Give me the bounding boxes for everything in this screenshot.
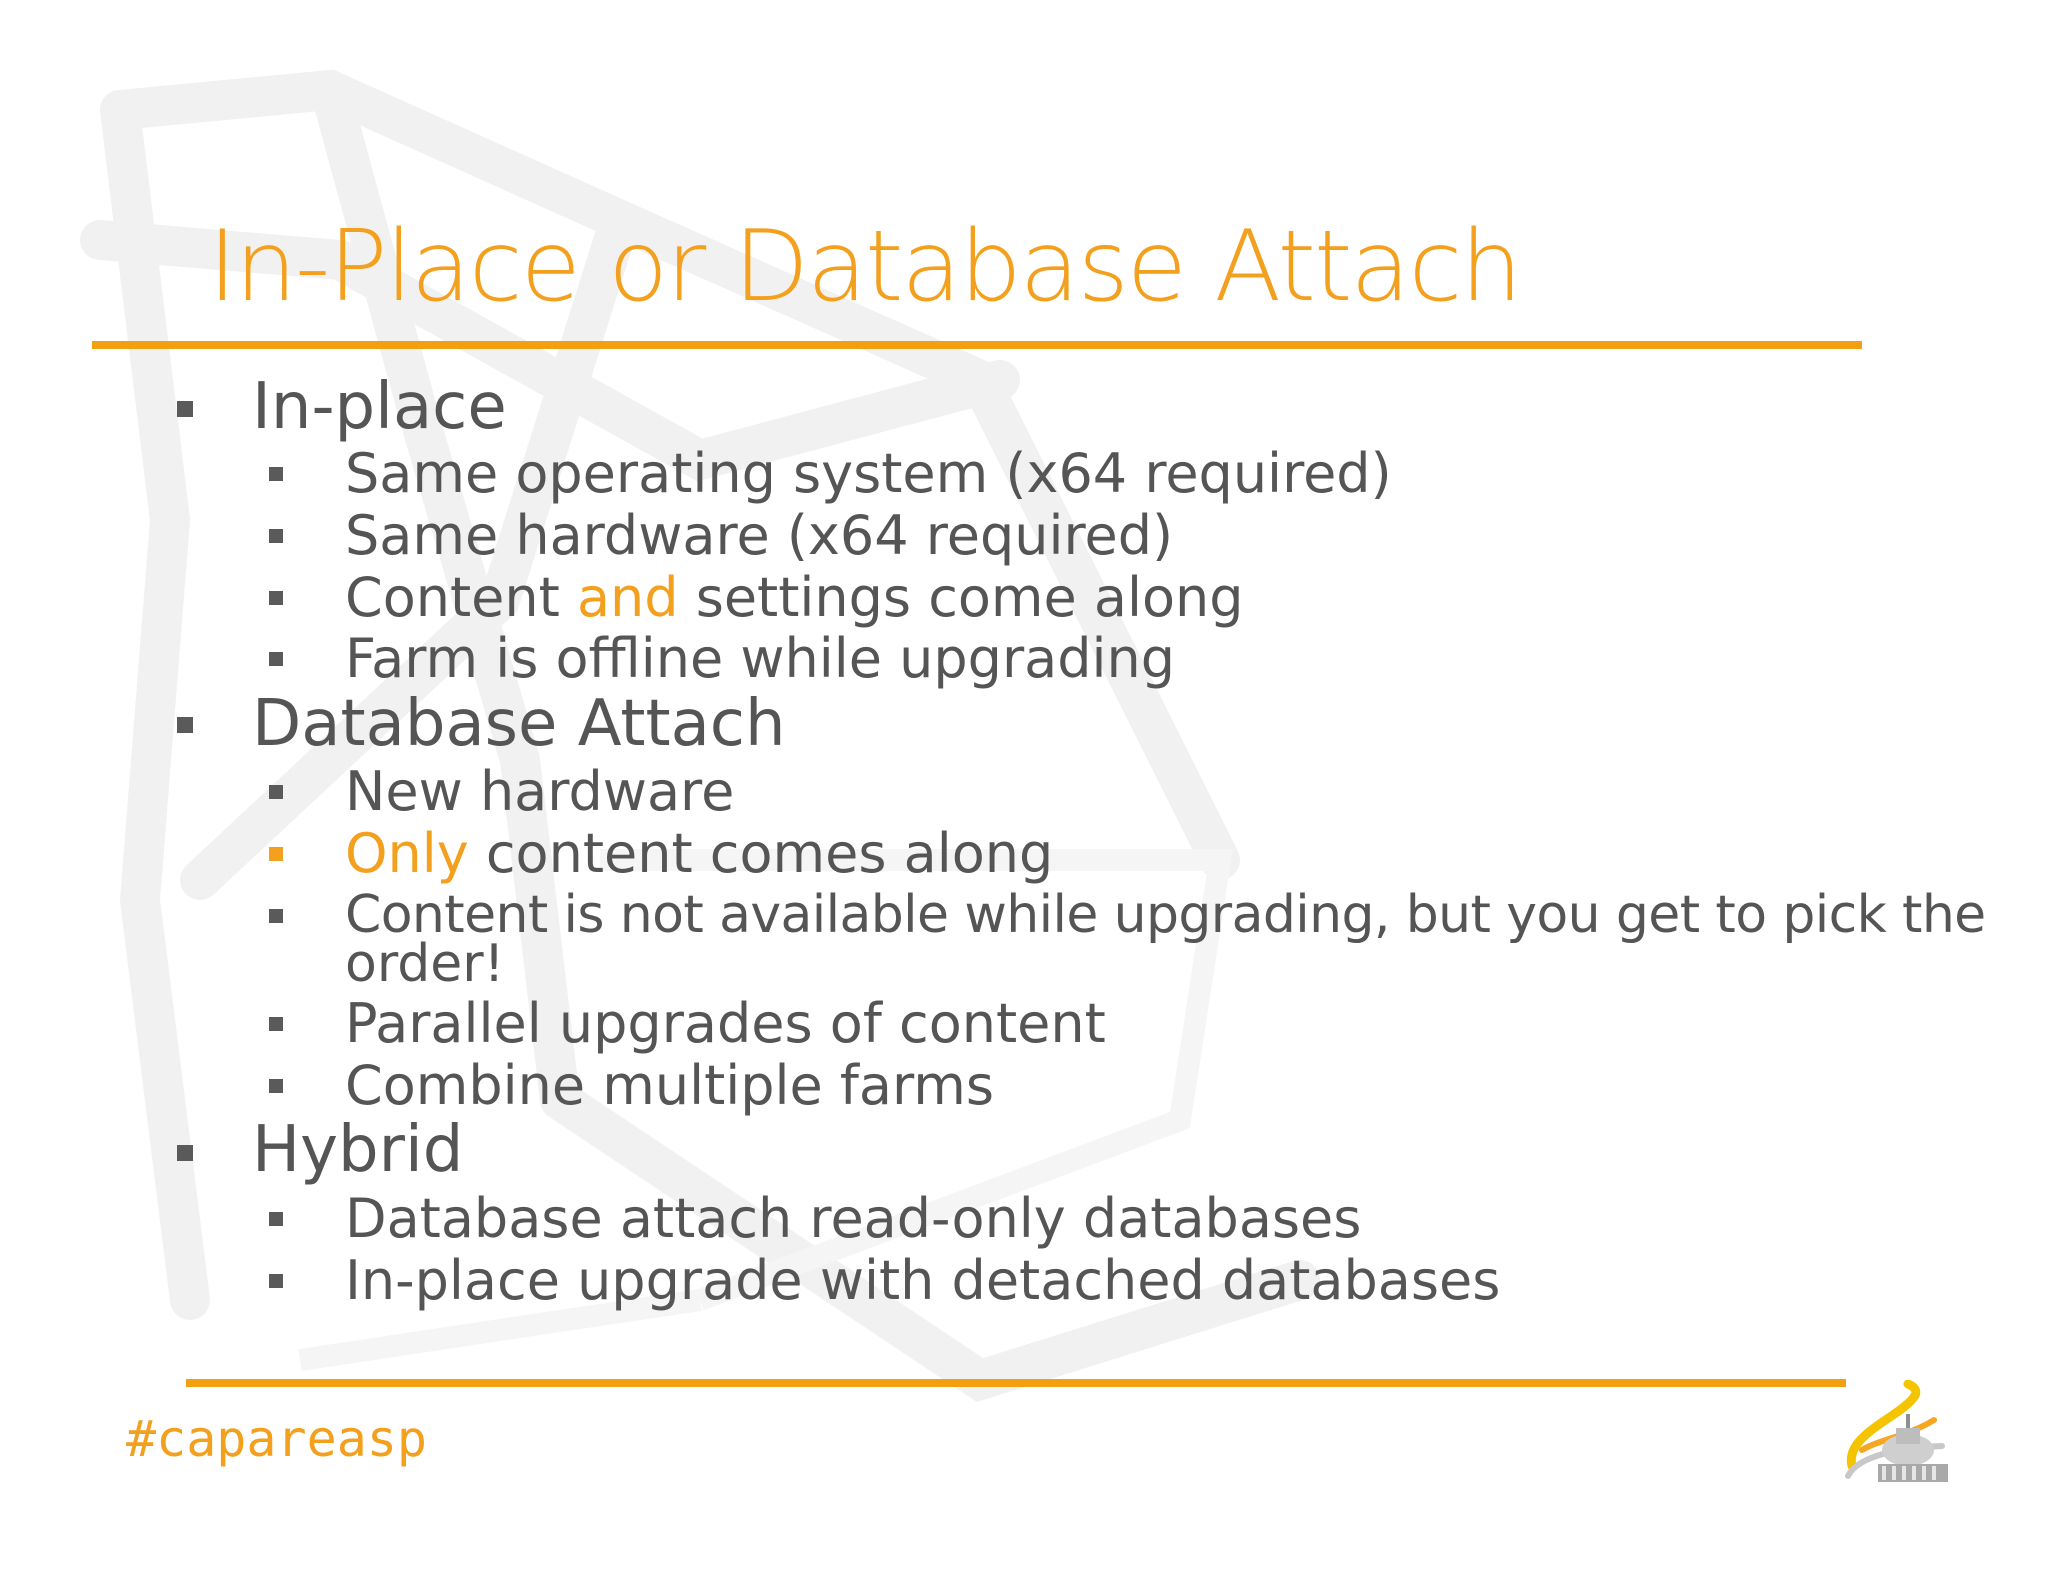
list-item-line-1: Content is not available while upgrading… — [345, 885, 1986, 945]
bullet-icon — [177, 717, 193, 733]
list-item: Combine multiple farms — [345, 1054, 995, 1117]
bullet-icon — [269, 652, 283, 666]
list-item: Database attach read-only databases — [345, 1187, 1362, 1250]
bullet-icon — [269, 1017, 283, 1031]
list-item: Only content comes along — [345, 827, 1053, 881]
hashtag-label: #capareasp — [126, 1410, 428, 1468]
capitol-sharepoint-logo-icon — [1845, 1380, 1948, 1482]
section-heading-database-attach: Database Attach — [252, 687, 786, 761]
bullet-icon — [269, 467, 283, 481]
highlight-word: and — [576, 566, 679, 629]
bullet-icon — [269, 591, 283, 605]
bullet-icon — [269, 1079, 283, 1093]
list-item: Farm is offline while upgrading — [345, 627, 1176, 690]
list-item: New hardware — [345, 760, 735, 823]
section-heading-in-place: In-place — [252, 370, 507, 444]
item-text: settings come along — [678, 566, 1244, 629]
bullet-icon — [177, 1145, 193, 1161]
highlight-word: Only — [345, 822, 469, 885]
bullet-icon — [269, 909, 283, 923]
bullet-icon — [269, 1212, 283, 1226]
item-text: content comes along — [468, 822, 1054, 885]
list-item: Same hardware (x64 required) — [345, 504, 1174, 567]
list-item: In-place upgrade with detached databases — [345, 1249, 1501, 1312]
section-heading-hybrid: Hybrid — [252, 1113, 464, 1187]
title-underline — [92, 341, 1862, 349]
bullet-icon — [269, 529, 283, 543]
list-item: Content and settings come along — [345, 571, 1244, 625]
list-item-line-2: order! — [345, 934, 505, 994]
bullet-icon — [269, 847, 283, 861]
list-item: Same operating system (x64 required) — [345, 442, 1392, 505]
bullet-icon — [269, 1274, 283, 1288]
footer-rule — [186, 1379, 1846, 1387]
slide-title: In-Place or Database Attach — [208, 210, 1522, 324]
item-text: Content — [345, 566, 577, 629]
list-item: Parallel upgrades of content — [345, 992, 1106, 1055]
bullet-icon — [269, 785, 283, 799]
bullet-icon — [177, 401, 193, 417]
